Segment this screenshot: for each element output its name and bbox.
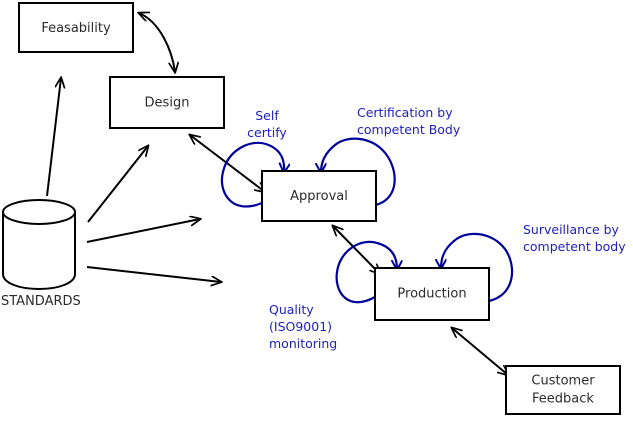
node-standards-label: STANDARDS [1,294,81,309]
annotation-quality-line2: (ISO9001) [269,319,332,334]
node-customer-feedback-label-line2: Feedback [532,392,594,407]
loop-self-certify [220,141,284,208]
edge-standards-design [87,146,148,223]
edge-standards-feasability [46,78,61,197]
loop-surveillance-competent-body [441,232,514,303]
node-feasability[interactable]: Feasability [18,2,134,53]
node-customer-feedback-label-line1: Customer [531,374,595,389]
edge-production-customer-feedback [452,328,508,375]
node-production[interactable]: Production [374,267,490,321]
edge-feasability-design [139,13,175,72]
node-customer-feedback-box[interactable] [505,365,621,415]
edge-standards-production [86,266,221,282]
annotation-surveillance-competent-body: Surveillance by competent body [523,222,626,254]
node-customer-feedback[interactable]: Customer Feedback [505,365,621,415]
node-feasability-label: Feasability [41,21,111,36]
annotation-certification-competent-body: Certification by competent Body [357,105,461,137]
node-production-box[interactable] [374,267,490,321]
annotation-surveillance-line2: competent body [523,239,626,254]
annotation-self-certify: Self certify [247,108,287,140]
annotation-certification-line1: Certification by [357,105,453,120]
node-design-label: Design [145,96,190,111]
node-approval-label: Approval [290,189,348,204]
annotation-self-certify-line2: certify [247,125,287,140]
node-approval-box[interactable] [261,170,377,222]
standards-cylinder-top [2,199,76,225]
annotation-quality-line3: monitoring [269,336,337,351]
annotation-quality-monitoring: Quality (ISO9001) monitoring [269,302,337,351]
node-design-box[interactable] [109,76,225,129]
edge-design-approval [190,135,265,192]
edge-standards-approval [86,219,200,243]
annotation-self-certify-line1: Self [255,108,279,123]
annotation-certification-line2: competent Body [357,122,461,137]
edge-approval-production [333,226,380,274]
loop-certification-competent-body [321,137,396,207]
node-standards[interactable]: STANDARDS [1,199,81,309]
annotation-surveillance-line1: Surveillance by [523,222,620,237]
node-approval[interactable]: Approval [261,170,377,222]
standards-cylinder-body[interactable] [1,211,76,291]
node-feasability-box[interactable] [18,2,134,53]
node-production-label: Production [397,287,466,302]
loop-quality-monitoring [335,240,397,304]
annotation-quality-line1: Quality [269,302,314,317]
node-design[interactable]: Design [109,76,225,129]
